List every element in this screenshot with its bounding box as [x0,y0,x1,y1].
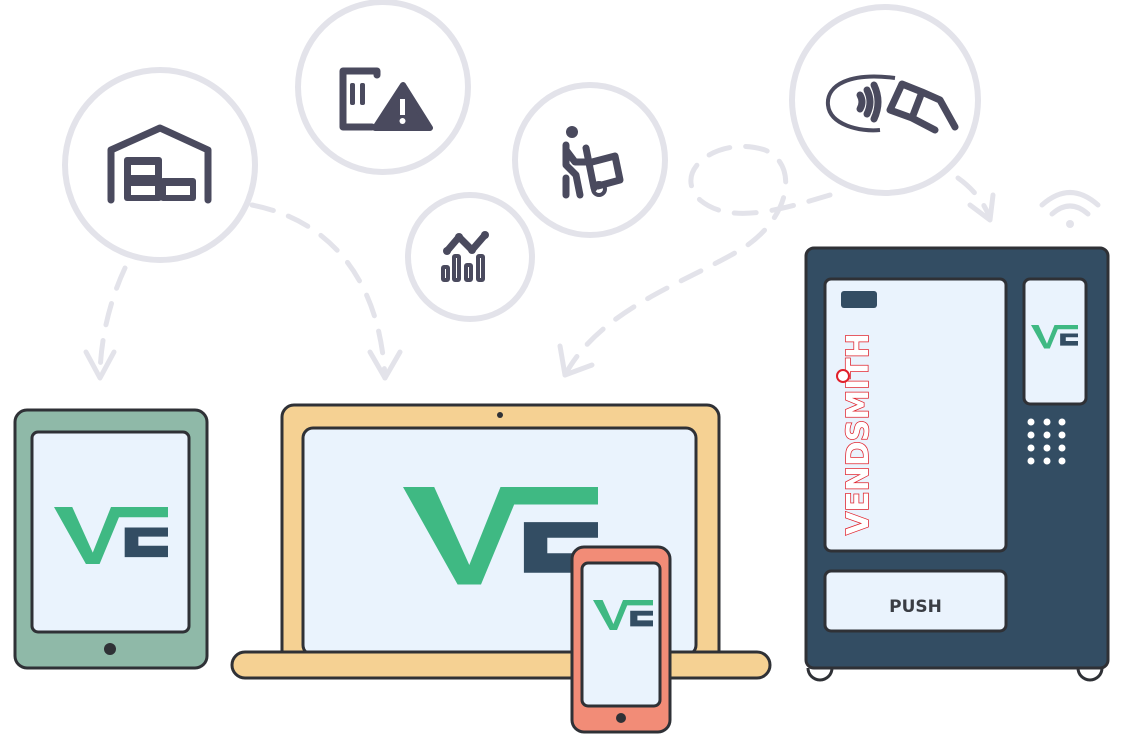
analytics-circle [405,192,535,322]
phone [570,545,672,734]
analytics-icon [441,231,489,282]
inventory-alert-circle [295,0,471,175]
connectors [83,143,996,381]
tablet [13,408,209,670]
warehouse-icon [107,124,212,204]
home-button [104,643,116,655]
inventory-alert-icon [339,67,433,131]
home-button [616,713,626,723]
hand-truck-circle [512,82,668,238]
camera [497,412,503,418]
wifi-icon [1039,190,1101,228]
contactless-payment-icon [825,74,959,134]
push-door [823,569,1008,633]
push-label: PUSH [889,597,942,617]
keypad [1027,418,1066,465]
vendsmith-logo-text: VENDSMITH [841,333,876,535]
contactless-circle [789,4,981,196]
product-window [823,277,1008,553]
warehouse-circle [62,67,258,263]
side-screen [1022,277,1088,406]
laptop [230,403,772,680]
vending-machine: VENDSMITH PUSH [804,246,1110,682]
hand-truck-icon [562,126,624,199]
